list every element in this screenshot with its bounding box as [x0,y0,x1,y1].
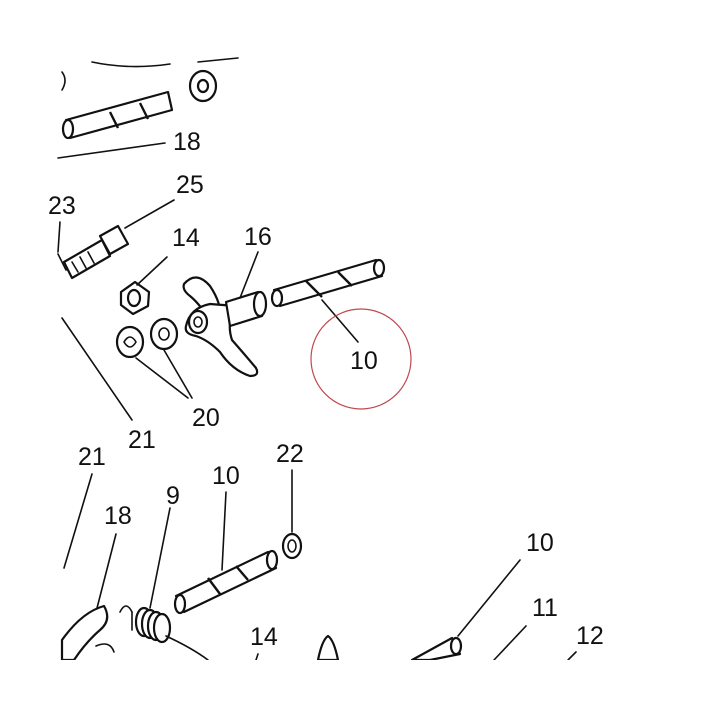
callout-20: 20 [192,404,220,432]
torsion-spring-9 [119,605,209,661]
rocker-lever-16 [182,251,268,378]
callout-18a: 18 [173,128,201,156]
callout-10b: 10 [212,462,240,490]
bottom-right-parts [255,559,577,662]
leader-line-21a [61,317,133,421]
leader-line-25 [124,199,175,229]
lower-left-bracket [60,604,115,662]
leader-line-9 [149,507,171,609]
pin-10-lower [173,491,279,615]
pin-10-highlighted [270,258,386,343]
leader-line-21b [63,473,93,569]
callout-14b: 14 [250,623,278,651]
callout-21b: 21 [78,443,106,471]
callout-22: 22 [276,440,304,468]
leader-line-18b [95,533,117,613]
callout-10-highlighted: 10 [350,347,378,375]
highlight-circle [310,308,412,410]
nut-14 [119,256,168,316]
callout-labels: 18 25 23 14 16 10 20 21 21 10 22 18 9 10… [48,128,604,651]
callout-18b: 18 [104,502,132,530]
top-pin-with-washer [61,57,239,140]
callout-25: 25 [176,171,204,199]
callout-11: 11 [532,594,558,622]
callout-12: 12 [576,622,604,650]
bolt-25 [57,224,130,280]
callout-16: 16 [244,223,272,251]
leader-line-23 [57,221,61,253]
ring-22 [281,469,303,560]
callout-14a: 14 [172,224,200,252]
leader-line-18a [57,142,166,159]
bottom-blank-area [0,660,720,720]
callout-10c: 10 [526,529,554,557]
callout-23: 23 [48,192,76,220]
callout-21a: 21 [128,426,156,454]
callout-9: 9 [166,482,180,510]
washers-20 [115,317,193,399]
